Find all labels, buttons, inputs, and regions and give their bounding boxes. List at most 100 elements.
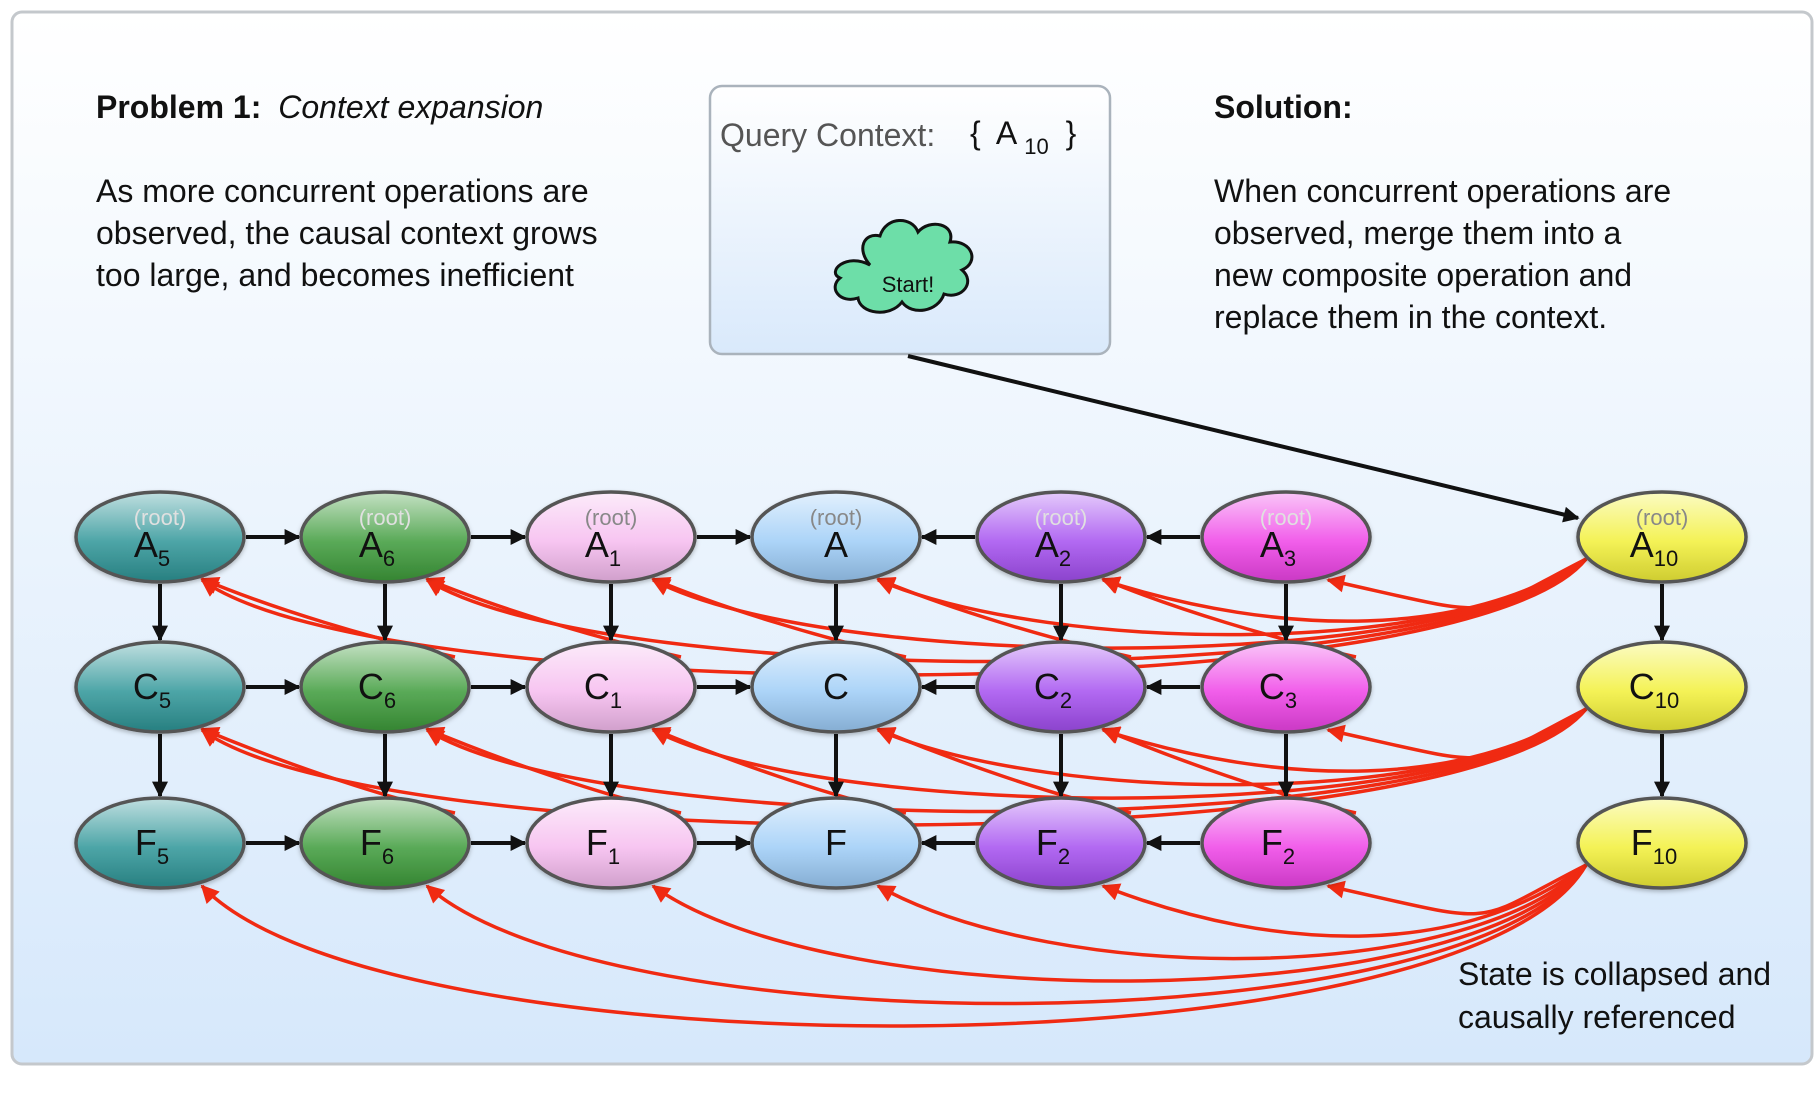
node-letter: C10 [1629, 666, 1679, 713]
query-item-sub: 10 [1024, 134, 1048, 159]
node-ellipse [750, 490, 922, 584]
red-arrow-f10-to-col5 [1326, 863, 1587, 916]
node-a1-col2[interactable]: (root)A1 [525, 490, 697, 584]
root-label: (root) [134, 505, 187, 530]
solution-block: Solution: When concurrent operations are… [1214, 89, 1671, 335]
node-ellipse [1576, 490, 1748, 584]
problem-subtitle: Context expansion [278, 89, 543, 125]
node-subscript: 5 [157, 844, 169, 869]
node-f6-col1[interactable]: F6 [299, 796, 471, 890]
node-subscript: 10 [1655, 688, 1679, 713]
red-arrow-f10-to-col2 [651, 863, 1588, 983]
problem-line-2: observed, the causal context grows [96, 215, 598, 251]
node-a3-col5[interactable]: (root)A3 [1200, 490, 1372, 584]
node-ellipse [525, 796, 697, 890]
node-f2-col4[interactable]: F2 [975, 796, 1147, 890]
footer-line-2: causally referenced [1458, 999, 1735, 1035]
solution-label: Solution: [1214, 89, 1353, 125]
node-f1-col2[interactable]: F1 [525, 796, 697, 890]
node-f2-col5[interactable]: F2 [1200, 796, 1372, 890]
node-f-col3[interactable]: F [750, 796, 922, 890]
node-subscript: 3 [1285, 688, 1297, 713]
node-letter: C [823, 666, 849, 707]
node-ellipse [1200, 640, 1372, 734]
problem-line-1: As more concurrent operations are [96, 173, 589, 209]
node-c1-col2[interactable]: C1 [525, 640, 697, 734]
root-label: (root) [1035, 505, 1088, 530]
node-subscript: 10 [1653, 844, 1677, 869]
node-letter: F [825, 822, 847, 863]
root-label: (root) [359, 505, 412, 530]
node-letter: F1 [586, 822, 620, 869]
node-letter: A [824, 524, 848, 565]
node-ellipse [1200, 796, 1372, 890]
root-label: (root) [810, 505, 863, 530]
node-ellipse [525, 490, 697, 584]
solution-line-4: replace them in the context. [1214, 299, 1607, 335]
node-subscript: 2 [1060, 688, 1072, 713]
node-layer: (root)A5C5F5(root)A6C6F6(root)A1C1F1(roo… [74, 490, 1748, 890]
node-ellipse [74, 796, 246, 890]
root-label: (root) [585, 505, 638, 530]
node-a10-col6[interactable]: (root)A10 [1576, 490, 1748, 584]
node-letter: A6 [359, 524, 395, 571]
node-ellipse [299, 490, 471, 584]
red-arrow-f10-to-col1 [425, 864, 1588, 1006]
query-item-letter: A [996, 115, 1018, 151]
svg-text:{ A 10 }: { A 10 } [970, 115, 1077, 161]
node-ellipse [299, 640, 471, 734]
node-ellipse [750, 640, 922, 734]
red-arrow-a10-to-col5 [1326, 557, 1587, 610]
node-a2-col4[interactable]: (root)A2 [975, 490, 1147, 584]
start-arrow [907, 354, 1580, 523]
node-ellipse [975, 796, 1147, 890]
solution-line-1: When concurrent operations are [1214, 173, 1671, 209]
node-c3-col5[interactable]: C3 [1200, 640, 1372, 734]
node-ellipse [1200, 490, 1372, 584]
footer-line-1: State is collapsed and [1458, 956, 1771, 992]
root-label: (root) [1636, 505, 1689, 530]
red-arrow-f10-to-col4 [1101, 863, 1588, 938]
node-f10-col6[interactable]: F10 [1576, 796, 1748, 890]
problem-line-3: too large, and becomes inefficient [96, 257, 574, 293]
node-a6-col1[interactable]: (root)A6 [299, 490, 471, 584]
node-subscript: 1 [610, 688, 622, 713]
node-subscript: 3 [1284, 546, 1296, 571]
node-c2-col4[interactable]: C2 [975, 640, 1147, 734]
query-context-box: Query Context: { A 10 } Start! [708, 84, 1112, 356]
node-subscript: 2 [1058, 844, 1070, 869]
node-subscript: 10 [1654, 546, 1678, 571]
node-c-col3[interactable]: C [750, 640, 922, 734]
node-letter: F6 [360, 822, 394, 869]
node-a5-col0[interactable]: (root)A5 [74, 490, 246, 584]
node-subscript: 5 [159, 688, 171, 713]
query-close-brace: } [1066, 115, 1077, 151]
footer-block: State is collapsed and causally referenc… [1458, 956, 1771, 1035]
red-arrow-c10-to-col0 [200, 707, 1588, 827]
red-arrow-c10-to-col5 [1326, 707, 1587, 760]
solution-line-2: observed, merge them into a [1214, 215, 1622, 251]
node-ellipse [299, 796, 471, 890]
node-subscript: 2 [1059, 546, 1071, 571]
node-subscript: 6 [383, 546, 395, 571]
start-label: Start! [882, 272, 935, 297]
node-ellipse [975, 640, 1147, 734]
node-ellipse [1576, 640, 1748, 734]
query-open-brace: { [970, 115, 981, 151]
node-subscript: 5 [158, 546, 170, 571]
cloud-shape [833, 219, 974, 314]
svg-text:Problem 1: Context expan: Problem 1: Context expansion [96, 89, 543, 125]
node-ellipse [74, 490, 246, 584]
node-c5-col0[interactable]: C5 [74, 640, 246, 734]
node-f5-col0[interactable]: F5 [74, 796, 246, 890]
node-c10-col6[interactable]: C10 [1576, 640, 1748, 734]
start-cloud[interactable]: Start! [833, 219, 974, 314]
node-ellipse [525, 640, 697, 734]
node-ellipse [74, 640, 246, 734]
node-c6-col1[interactable]: C6 [299, 640, 471, 734]
node-subscript: 1 [609, 546, 621, 571]
node-ellipse [1576, 796, 1748, 890]
node-a-col3[interactable]: (root)A [750, 490, 922, 584]
problem-label: Problem 1: [96, 89, 261, 125]
